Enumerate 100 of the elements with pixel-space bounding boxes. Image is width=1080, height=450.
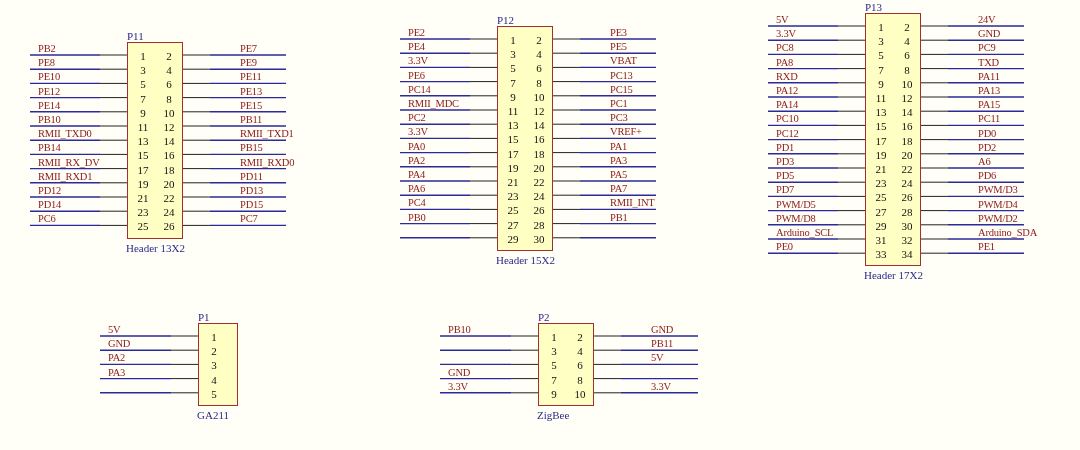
net-label: PD1 <box>776 142 795 153</box>
net-label: PA13 <box>978 86 1001 96</box>
pin-number: 2 <box>535 34 543 46</box>
net-label: PA14 <box>776 100 799 111</box>
net-label: RMII_RXD1 <box>38 171 93 182</box>
pin-number: 16 <box>532 133 546 146</box>
pin-number: 26 <box>162 220 176 233</box>
net-label: A6 <box>978 157 991 167</box>
pin-number: 3 <box>877 35 885 48</box>
net-label: PA0 <box>408 141 426 152</box>
net-label: PC11 <box>978 114 1001 125</box>
pin-number: 25 <box>506 204 520 217</box>
net-label: VBAT <box>610 56 637 67</box>
net-label: PC6 <box>38 214 56 225</box>
net-label: PC3 <box>610 113 628 124</box>
pin-number: 2 <box>165 50 173 62</box>
net-label: GND <box>651 325 674 335</box>
net-label: PE3 <box>610 28 627 38</box>
net-label: PB1 <box>610 212 628 223</box>
pin-number: 3 <box>139 64 147 77</box>
pin-number: 30 <box>900 219 914 232</box>
net-label: PD14 <box>38 200 62 211</box>
pin-number: 23 <box>136 206 150 219</box>
net-label: PC8 <box>776 43 794 54</box>
net-label: PD11 <box>240 171 263 182</box>
pin-number: 31 <box>874 234 888 246</box>
net-label: PE4 <box>408 42 425 53</box>
pin-number: 28 <box>532 218 546 231</box>
pin-number: 22 <box>162 192 176 204</box>
designator-label: P2 <box>538 311 550 323</box>
net-label: PD12 <box>38 186 62 196</box>
pin-number: 29 <box>506 232 520 245</box>
net-label: PB15 <box>240 143 263 154</box>
pin-number: 3 <box>210 359 218 372</box>
pin-number: 14 <box>532 119 546 132</box>
pin-number: 2 <box>903 21 911 33</box>
net-label: 24V <box>978 15 996 25</box>
pin-number: 17 <box>874 134 888 147</box>
net-label: PE2 <box>408 28 425 38</box>
pin-number: 8 <box>576 373 584 386</box>
net-label: PE9 <box>240 58 257 69</box>
net-label: PWM/D8 <box>776 213 816 224</box>
net-label: PA12 <box>776 86 799 96</box>
pin-number: 22 <box>532 176 546 188</box>
pin-number: 7 <box>139 92 147 105</box>
net-label: PA2 <box>408 155 426 166</box>
pin-number: 14 <box>162 135 176 148</box>
net-label: PB14 <box>38 143 61 154</box>
pin-number: 17 <box>136 163 150 176</box>
pin-number: 19 <box>506 161 520 174</box>
net-label: PE0 <box>776 242 793 253</box>
net-label: PWM/D5 <box>776 199 816 210</box>
pin-number: 8 <box>535 76 543 89</box>
pin-number: 12 <box>162 121 176 133</box>
pin-number: 8 <box>903 63 911 76</box>
net-label: PA3 <box>108 367 126 378</box>
net-label: PE5 <box>610 42 627 53</box>
pin-number: 20 <box>900 148 914 161</box>
net-label: GND <box>448 367 471 378</box>
pin-number: 6 <box>535 62 543 75</box>
net-label: PWM/D2 <box>978 213 1018 224</box>
pin-number: 11 <box>136 121 150 133</box>
pin-number: 4 <box>535 48 543 61</box>
pin-number: 4 <box>165 64 173 77</box>
net-label: PA11 <box>978 71 1000 82</box>
pin-number: 1 <box>550 331 558 343</box>
net-label: PB2 <box>38 44 56 54</box>
net-label: RMII_TXD0 <box>38 129 92 140</box>
net-label: PE13 <box>240 86 262 97</box>
pin-number: 1 <box>509 34 517 46</box>
pin-number: 21 <box>874 163 888 175</box>
pin-number: 4 <box>210 373 218 386</box>
pin-number: 7 <box>550 373 558 386</box>
pin-number: 9 <box>550 387 558 400</box>
pin-number: 30 <box>532 232 546 245</box>
net-label: PA5 <box>610 170 628 180</box>
pin-number: 22 <box>900 163 914 175</box>
pin-number: 28 <box>900 205 914 218</box>
net-label: PE6 <box>408 70 425 81</box>
net-label: PE7 <box>240 44 257 54</box>
pin-number: 21 <box>506 176 520 188</box>
net-label: PA3 <box>610 155 628 166</box>
pin-number: 23 <box>506 190 520 203</box>
net-label: 3.3V <box>776 29 796 40</box>
net-label: PA8 <box>776 57 794 68</box>
pin-number: 32 <box>900 234 914 246</box>
net-label: PE1 <box>978 242 995 253</box>
pin-number: 5 <box>210 387 218 400</box>
part-label: Header 17X2 <box>864 269 923 282</box>
net-label: PE14 <box>38 100 60 111</box>
part-label: Header 13X2 <box>126 241 185 254</box>
pin-number: 9 <box>877 77 885 90</box>
pin-number: 4 <box>903 35 911 48</box>
pin-number: 29 <box>874 219 888 232</box>
pin-number: 5 <box>877 49 885 62</box>
net-label: PE11 <box>240 72 262 83</box>
pin-number: 12 <box>532 105 546 117</box>
net-label: PD7 <box>776 185 795 196</box>
net-label: GND <box>978 29 1001 40</box>
pin-number: 14 <box>900 106 914 119</box>
